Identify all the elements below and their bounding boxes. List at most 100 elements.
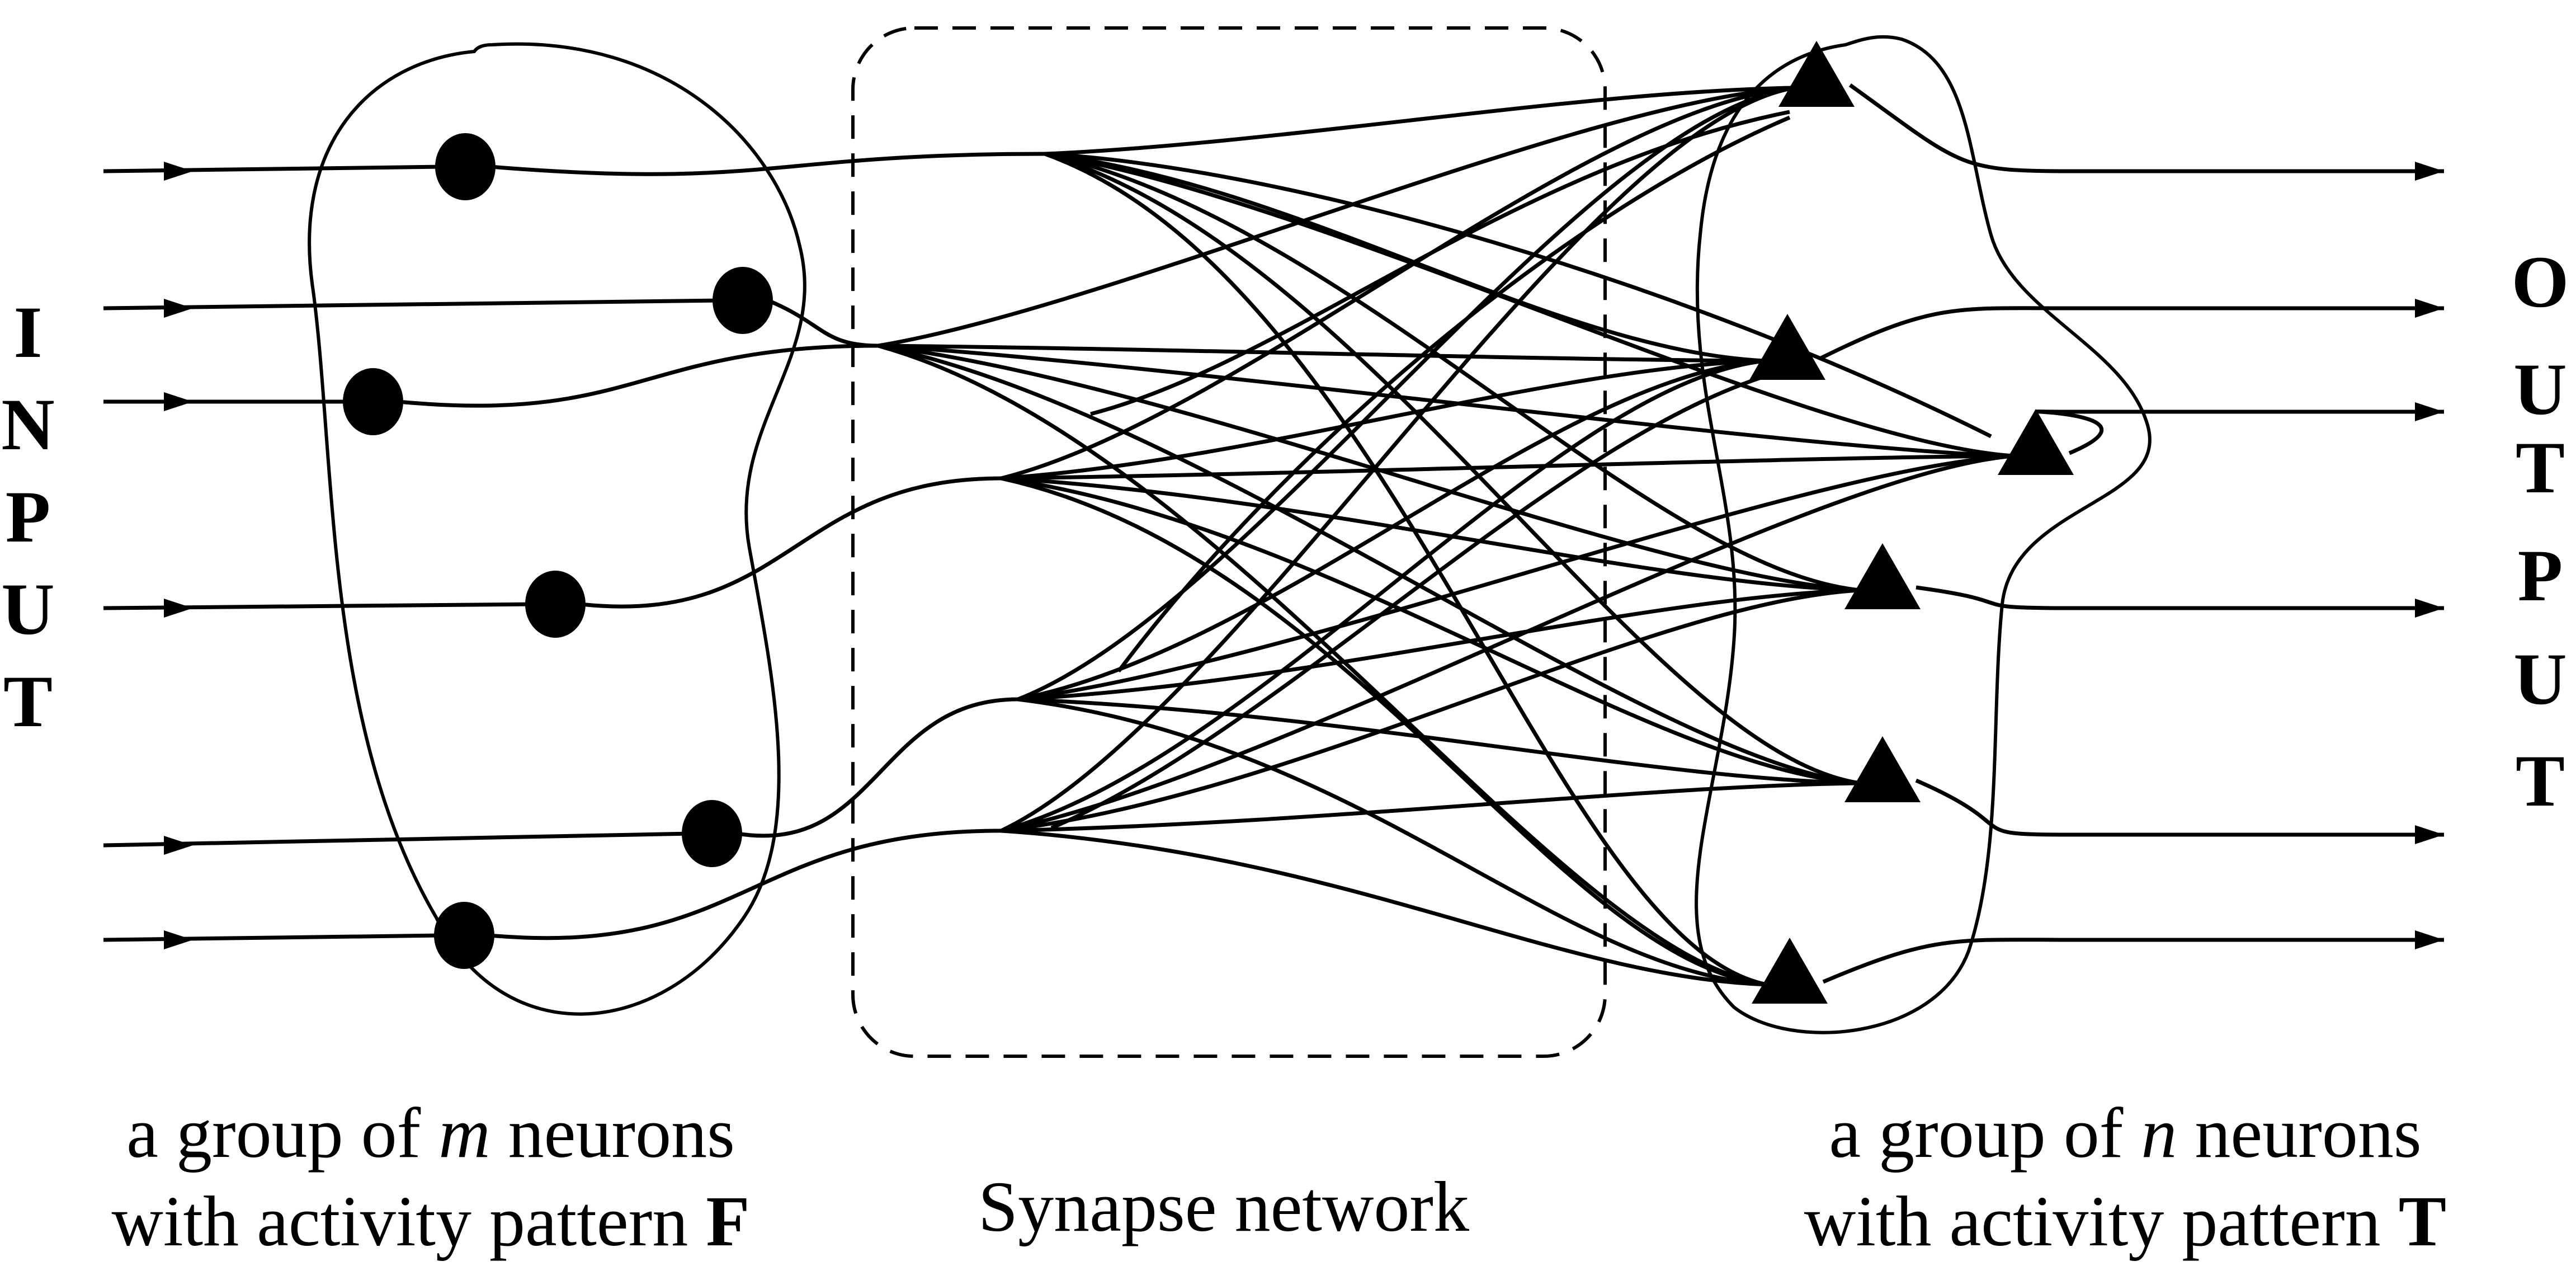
- synapse-connection: [1001, 829, 1768, 987]
- output-arrowhead: [2415, 930, 2444, 949]
- input-arrowhead: [164, 392, 193, 411]
- connections: [103, 83, 2444, 987]
- output-letter: O: [2512, 241, 2569, 323]
- neurons: [343, 41, 2074, 1004]
- output-arrowhead: [2415, 825, 2444, 844]
- group-outlines: [308, 26, 2152, 1058]
- output-neuron: [1749, 314, 1825, 380]
- caption-right-pre: a group of: [1829, 1093, 2141, 1173]
- output-neuron: [1844, 736, 1921, 802]
- output-neuron: [1844, 543, 1921, 609]
- output-neuron: [1752, 938, 1828, 1004]
- output-label: O U T P U T: [2512, 241, 2569, 822]
- caption-left-pattern: F: [706, 1182, 749, 1261]
- synapse-connection: [1001, 454, 2014, 481]
- input-line: [103, 164, 445, 173]
- output-line: [1820, 306, 2444, 360]
- caption-left-pre: a group of: [126, 1093, 438, 1173]
- output-line: [1822, 938, 2444, 984]
- output-line: [1915, 778, 2444, 837]
- input-neuron: [682, 800, 742, 867]
- output-group-outline: [1695, 35, 2152, 1034]
- output-letter: U: [2513, 638, 2566, 720]
- synapse-connection: [1050, 367, 1790, 830]
- input-letter: I: [13, 291, 42, 373]
- caption-synapse: Synapse network: [978, 1167, 1469, 1246]
- output-arrowhead: [2415, 599, 2444, 618]
- output-line: [2035, 410, 2444, 455]
- synapse-connection: [1017, 697, 1768, 987]
- output-arrowhead: [2415, 162, 2444, 181]
- input-neuron: [525, 571, 586, 638]
- synapse-connection: [1017, 588, 1861, 702]
- caption-right-post: neurons: [2177, 1093, 2421, 1173]
- synapse-connection: [877, 86, 1795, 348]
- synapse-connection: [1017, 86, 1795, 702]
- output-arrowhead: [2415, 299, 2444, 318]
- input-letter: U: [1, 568, 54, 650]
- input-neuron: [343, 368, 403, 435]
- input-group-outline: [308, 42, 806, 1016]
- synapse-connection: [1117, 115, 1791, 673]
- synapse-connection: [1017, 359, 1766, 702]
- output-letter: P: [2518, 534, 2563, 617]
- output-neuron: [1998, 409, 2074, 475]
- synapse-connection: [1001, 359, 1766, 481]
- output-line: [1916, 585, 2444, 610]
- input-arrowhead: [164, 836, 193, 855]
- input-letter: N: [1, 383, 54, 465]
- input-arrowhead: [164, 299, 193, 318]
- synapse-connection: [1044, 152, 2014, 458]
- axon: [737, 697, 1018, 838]
- caption-left-var: m: [438, 1093, 490, 1173]
- caption-left-line1: a group of m neurons: [126, 1093, 735, 1173]
- caption-left-post: neurons: [490, 1093, 735, 1173]
- input-letter: P: [6, 476, 51, 558]
- axon: [489, 829, 1002, 940]
- synapse-connection: [877, 343, 1861, 785]
- synapse-connection: [1090, 110, 1790, 416]
- input-arrowhead: [164, 162, 193, 181]
- synapse-connection: [1045, 152, 1992, 439]
- synapse-connection: [1044, 86, 1795, 156]
- caption-left-pre2: with activity pattern: [112, 1182, 706, 1261]
- synapse-network-box: [851, 26, 1607, 1058]
- synapse-connection: [1001, 454, 2014, 833]
- synapse-connection: [1044, 152, 1861, 592]
- output-arrowhead: [2415, 402, 2444, 421]
- synapse-connection: [877, 343, 1768, 987]
- caption-right-var: n: [2141, 1093, 2177, 1173]
- input-line: [103, 298, 722, 310]
- synapse-connection: [1001, 781, 1861, 833]
- output-letter: U: [2513, 348, 2566, 430]
- synapse-connection: [1001, 476, 1768, 987]
- input-line: [103, 933, 444, 942]
- axon: [490, 152, 1045, 176]
- output-letter: T: [2516, 740, 2565, 822]
- axon: [398, 343, 879, 408]
- input-letter: T: [3, 660, 53, 742]
- caption-right-line1: a group of n neurons: [1829, 1093, 2421, 1173]
- input-line: [103, 831, 691, 848]
- caption-left-line2: with activity pattern F: [112, 1182, 750, 1261]
- output-neuron: [1778, 41, 1855, 107]
- synapse-connection: [877, 343, 2014, 458]
- input-label: I N P U T: [1, 291, 54, 742]
- synapse-connection: [877, 343, 1861, 592]
- synapse-connection: [1001, 476, 1861, 592]
- caption-right-pre2: with activity pattern: [1804, 1182, 2399, 1261]
- input-neuron: [435, 133, 496, 200]
- caption-right-pattern: T: [2399, 1182, 2446, 1261]
- synapse-connection: [1044, 152, 1768, 987]
- input-arrowhead: [164, 599, 193, 618]
- axon: [767, 298, 879, 348]
- synapse-connection: [1044, 152, 1861, 785]
- output-letter: T: [2516, 426, 2565, 509]
- synapse-connection: [1017, 454, 2014, 702]
- output-line: [1848, 83, 2444, 173]
- input-arrowhead: [164, 930, 193, 949]
- synapse-connection: [1001, 588, 1861, 833]
- input-neuron: [713, 267, 773, 334]
- synapse-connection: [877, 343, 1766, 363]
